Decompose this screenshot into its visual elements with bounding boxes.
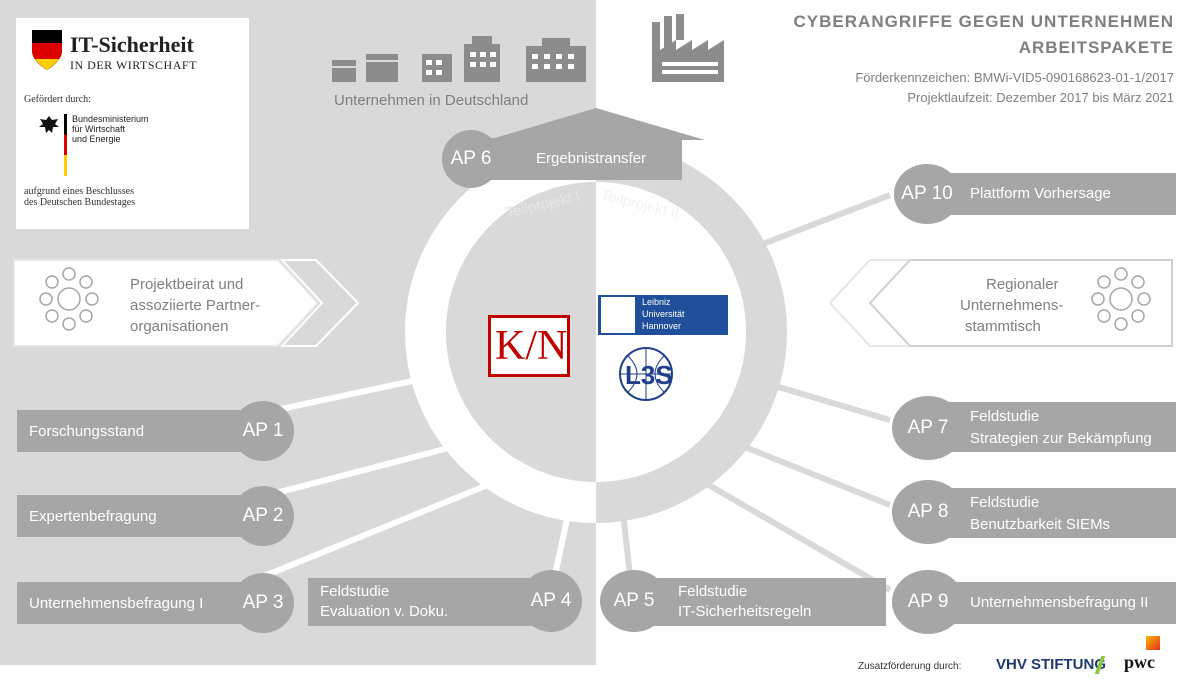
ap2-badge: AP 2 xyxy=(232,486,294,546)
ap6-bar: Ergebnistransfer xyxy=(470,138,682,180)
right-chevron-line1: Regionaler xyxy=(986,276,1059,293)
logo-box: IT-Sicherheit IN DER WIRTSCHAFT Geförder… xyxy=(16,18,249,229)
ap7-line1: Feldstudie xyxy=(970,408,1040,425)
luh-line2: Universität xyxy=(642,309,685,319)
ap6-badge: AP 6 xyxy=(442,130,500,188)
luh-logo: Leibniz Universität Hannover xyxy=(598,295,728,335)
ap7-line2: Strategien zur Bekämpfung xyxy=(970,430,1152,447)
ap9-badge: AP 9 xyxy=(892,570,964,634)
ap6-label: Ergebnistransfer xyxy=(536,150,647,167)
right-chevron-shape xyxy=(830,259,1173,347)
companies-label: Unternehmen in Deutschland xyxy=(334,92,529,109)
ministry-line2: für Wirtschaft xyxy=(72,124,126,134)
kfn-logo-text: K/N xyxy=(495,323,568,369)
ap1-label: Forschungsstand xyxy=(29,423,145,440)
ap3-badge: AP 3 xyxy=(232,573,294,633)
pwc-logo: pwc xyxy=(1124,652,1155,672)
luh-line1: Leibniz xyxy=(642,297,671,307)
ap4-line1: Feldstudie xyxy=(320,583,390,600)
ap4-line2: Evaluation v. Doku. xyxy=(320,603,449,620)
luh-logo-mark xyxy=(601,297,635,333)
companies-arrow xyxy=(488,108,705,140)
right-chevron-line2: Unternehmens- xyxy=(960,297,1064,314)
shield-icon xyxy=(32,30,62,70)
vhv-logo: VHV STIFTUNG xyxy=(996,656,1107,673)
right-chevron-line3: stammtisch xyxy=(965,318,1041,335)
eagle-icon xyxy=(39,116,59,133)
ap5-line1: Feldstudie xyxy=(678,583,748,600)
ap5-badge: AP 5 xyxy=(600,570,668,632)
header-title-line2: ARBEITSPAKETE xyxy=(1018,38,1174,57)
ap7-badge: AP 7 xyxy=(892,396,964,460)
ap8-bar: Feldstudie Benutzbarkeit SIEMs xyxy=(930,488,1176,538)
ap1-badge: AP 1 xyxy=(232,401,294,461)
ap9-bar: Unternehmensbefragung II xyxy=(930,582,1176,624)
header-title-line1: CYBERANGRIFFE GEGEN UNTERNEHMEN xyxy=(793,12,1174,31)
people-network-icon xyxy=(39,267,99,331)
ap5-line2: IT-Sicherheitsregeln xyxy=(678,603,812,620)
ap5-bar: Feldstudie IT-Sicherheitsregeln xyxy=(640,578,886,626)
ap1-bar: Forschungsstand xyxy=(17,410,262,452)
project-duration: Projektlaufzeit: Dezember 2017 bis März … xyxy=(907,90,1174,105)
ap4-badge: AP 4 xyxy=(520,570,582,632)
ministry-line3: und Energie xyxy=(72,134,121,144)
pwc-mark-icon xyxy=(1146,636,1160,650)
logo-title: IT-Sicherheit xyxy=(70,32,194,57)
ap2-label: Expertenbefragung xyxy=(29,508,157,525)
ministry-line1: Bundesministerium xyxy=(72,114,149,124)
ap3-bar: Unternehmensbefragung I xyxy=(17,582,262,624)
resolution-line1: aufgrund eines Beschlusses xyxy=(24,186,134,197)
buildings-icon xyxy=(332,14,724,82)
left-chevron-line1: Projektbeirat und xyxy=(130,276,244,293)
ap10-label: Plattform Vorhersage xyxy=(970,185,1111,202)
ap2-bar: Expertenbefragung xyxy=(17,495,262,537)
footer-extra-funding: Zusatzförderung durch: xyxy=(858,661,962,672)
funded-by-label: Gefördert durch: xyxy=(24,94,91,105)
ap3-label: Unternehmensbefragung I xyxy=(29,595,204,612)
left-chevron-line2: assoziierte Partner- xyxy=(130,297,261,314)
ap9-label: Unternehmensbefragung II xyxy=(970,594,1149,611)
flag-stripe xyxy=(64,114,67,176)
resolution-line2: des Deutschen Bundestages xyxy=(24,197,136,208)
people-network-icon-right xyxy=(1091,267,1151,331)
logo-subtitle: IN DER WIRTSCHAFT xyxy=(70,58,197,72)
left-chevron-line3: organisationen xyxy=(130,318,229,335)
luh-line3: Hannover xyxy=(642,321,682,331)
l3s-logo-text: L3S xyxy=(625,360,673,390)
ap10-badge: AP 10 xyxy=(894,164,960,224)
ap8-badge: AP 8 xyxy=(892,480,964,544)
kfn-logo: K/N xyxy=(488,315,570,377)
ap8-line2: Benutzbarkeit SIEMs xyxy=(970,516,1111,533)
ap7-bar: Feldstudie Strategien zur Bekämpfung xyxy=(930,402,1176,452)
funding-code: Förderkennzeichen: BMWi-VID5-090168623-0… xyxy=(855,70,1174,85)
l3s-logo xyxy=(619,347,673,401)
ap4-bar: Feldstudie Evaluation v. Doku. xyxy=(308,578,548,626)
ap8-line1: Feldstudie xyxy=(970,494,1040,511)
